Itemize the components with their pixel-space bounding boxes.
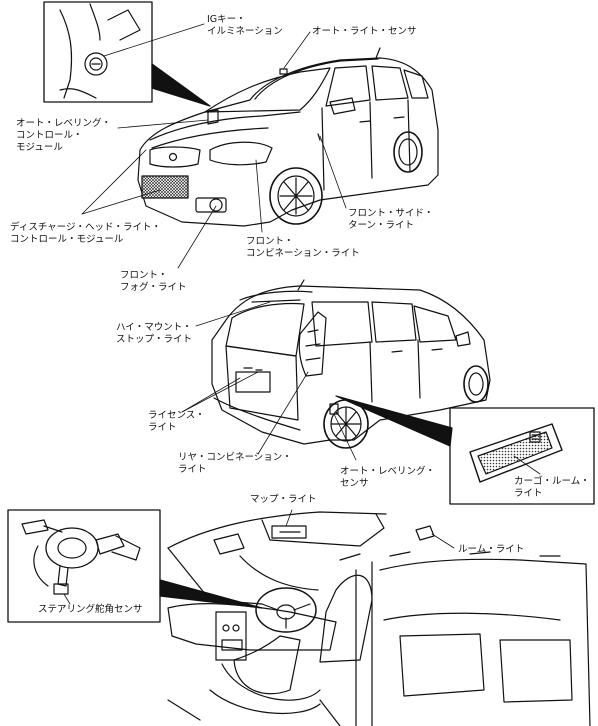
label-line: ステアリング舵角センサ xyxy=(38,604,143,615)
label-line: イルミネーション xyxy=(207,26,283,37)
label-map-light: マップ・ライト xyxy=(250,494,317,506)
label-line: ルーム・ライト xyxy=(458,544,525,555)
label-line: IGキー・ xyxy=(207,14,246,25)
label-front-fog-light: フロント・ フォグ・ライト xyxy=(120,270,187,294)
label-line: ライセンス・ xyxy=(148,410,205,421)
label-line: ハイ・マウント・ xyxy=(116,322,192,333)
label-line: ストップ・ライト xyxy=(116,334,193,345)
label-ig-key-illumination: IGキー・ イルミネーション xyxy=(207,14,283,38)
label-rear-combination-light: リヤ・コンビネーション・ ライト xyxy=(178,452,292,476)
label-line: コントロール・ xyxy=(16,130,83,141)
label-line: コントロール・モジュール xyxy=(10,234,124,245)
label-front-side-turn-light: フロント・サイド・ ターン・ライト xyxy=(348,208,434,232)
interior-illustration xyxy=(167,511,591,726)
label-line: センサ xyxy=(340,478,369,489)
label-line: ライト xyxy=(514,488,543,499)
steering-sensor-inset xyxy=(7,509,161,623)
label-license-light: ライセンス・ ライト xyxy=(148,410,205,434)
label-cargo-room-light: カーゴ・ルーム・ ライト xyxy=(514,476,590,500)
rear-car-illustration xyxy=(211,279,491,449)
label-auto-light-sensor: オート・ライト・センサ xyxy=(312,26,417,38)
label-line: コンビネーション・ライト xyxy=(246,248,360,259)
label-auto-leveling-sensor: オート・レベリング・ センサ xyxy=(340,466,435,490)
label-line: オート・レベリング・ xyxy=(340,466,436,477)
cargo-light-inset xyxy=(449,407,595,505)
label-line: フロント・サイド・ xyxy=(348,208,434,219)
label-line: オート・レベリング・ xyxy=(16,118,112,129)
label-line: フォグ・ライト xyxy=(120,282,187,293)
label-discharge-headlight-module: ディスチャージ・ヘッド・ライト・ コントロール・モジュール xyxy=(10,222,161,246)
label-line: ディスチャージ・ヘッド・ライト・ xyxy=(10,222,162,233)
label-line: リヤ・コンビネーション・ xyxy=(178,452,292,463)
label-line: フロント・ xyxy=(120,270,168,281)
label-line: オート・ライト・センサ xyxy=(312,26,417,37)
label-room-light: ルーム・ライト xyxy=(458,544,524,556)
label-line: フロント・ xyxy=(246,236,294,247)
label-auto-leveling-module: オート・レベリング・ コントロール・ モジュール xyxy=(16,118,111,154)
label-line: モジュール xyxy=(16,142,63,153)
label-front-combination-light: フロント・ コンビネーション・ライト xyxy=(246,236,360,260)
label-high-mount-stop-light: ハイ・マウント・ ストップ・ライト xyxy=(116,322,192,346)
label-line: ライト xyxy=(148,422,177,433)
front-car-illustration xyxy=(137,47,439,227)
label-line: カーゴ・ルーム・ xyxy=(514,476,590,487)
label-line: ライト xyxy=(178,464,207,475)
leader-lines xyxy=(63,23,541,605)
label-line: マップ・ライト xyxy=(250,494,317,505)
ig-key-inset xyxy=(43,1,153,103)
label-steering-angle-sensor: ステアリング舵角センサ xyxy=(38,604,143,616)
label-line: ターン・ライト xyxy=(348,220,415,231)
